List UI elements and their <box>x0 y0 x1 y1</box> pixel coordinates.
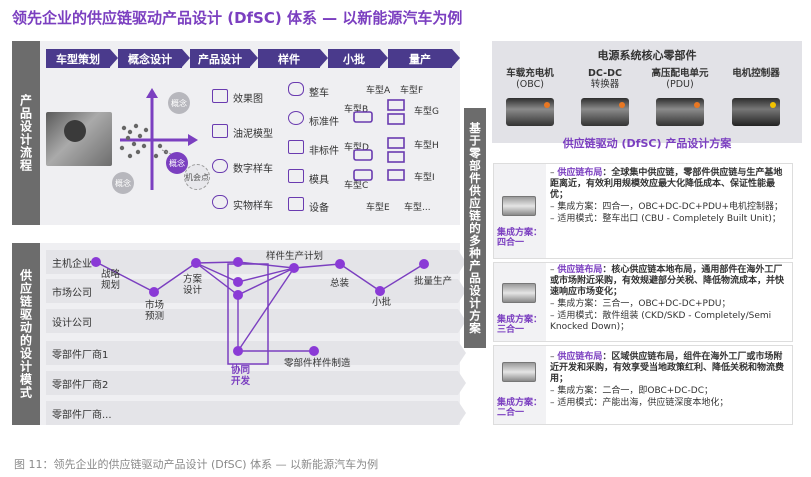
prototype-item-vehicle: 整车 <box>309 88 329 99</box>
phase-vehicle-planning: 车型策划 <box>46 49 118 68</box>
lane-supplier-1: 零部件厂商1 <box>46 341 466 365</box>
part-pdu: 高压配电单元 (PDU) <box>648 68 712 90</box>
model-b: 车型B <box>344 105 369 115</box>
rendering-icon <box>212 89 228 103</box>
phase-prototype: 样件 <box>258 49 328 68</box>
card-text-four: – 供应链布局：全球集中供应链，零部件供应链与生产基地距离近，有效利用规模效应最… <box>550 168 784 224</box>
designer-photo <box>46 112 112 166</box>
supply-flow-graphic <box>91 257 429 365</box>
design-item-clay-model: 油泥模型 <box>233 129 273 140</box>
page-title: 领先企业的供应链驱动产品设计 (DfSC) 体系 — 以新能源汽车为例 <box>12 9 463 27</box>
mold-icon <box>288 169 304 183</box>
part-obc: 车载充电机 (OBC) <box>498 68 562 90</box>
card-mode-two: 集成方案： 二合一 <box>497 398 543 418</box>
phase-concept-design: 概念设计 <box>118 49 190 68</box>
part-dcdc: DC-DC 转换器 <box>573 68 637 90</box>
middle-vertical-label: 基于零部件供应链的多种产品设计方案 <box>464 108 486 348</box>
opportunity-bubble: 机会点 <box>184 164 210 190</box>
part-dcdc-sub: 转换器 <box>590 79 620 90</box>
core-parts-panel <box>492 41 802 143</box>
concept-bubble-2: 概念 <box>166 152 188 174</box>
equipment-icon <box>288 197 304 211</box>
part-mcu-name: 电机控制器 <box>732 68 780 79</box>
car-icon <box>288 82 304 96</box>
lane-oem: 主机企业 <box>46 250 466 274</box>
supply-chain-vertical-label: 供应链驱动的设计模式 <box>12 243 40 425</box>
prototype-item-mold: 模具 <box>309 175 329 186</box>
prototype-item-equipment: 设备 <box>309 203 329 214</box>
design-item-physical-car: 实物样车 <box>233 201 273 212</box>
model-c: 车型C <box>344 181 369 191</box>
tools-icon <box>288 140 304 154</box>
core-parts-title: 电源系统核心零部件 <box>597 49 697 62</box>
part-mcu: 电机控制器 <box>724 68 788 79</box>
flow-mass-production: 批量生产 <box>414 276 453 287</box>
three-in-one-image <box>502 283 536 303</box>
solution-card-four-in-one: 集成方案： 四合一 – 供应链布局：全球集中供应链，零部件供应链与生产基地距离近… <box>493 163 793 259</box>
phase-product-design: 产品设计 <box>190 49 258 68</box>
flow-market-forecast: 市场 预测 <box>145 300 165 322</box>
process-vertical-label: 产品设计流程 <box>12 41 40 225</box>
pdu-image <box>656 98 704 126</box>
card-three-mode: 适用模式：散件组装 (CKD/SKD - Completely/Semi Kno… <box>550 311 772 332</box>
flow-sample-plan: 样件生产计划 <box>266 251 324 262</box>
flow-sample-mfg: 零部件样件制造 <box>284 358 351 369</box>
solution-title: 供应链驱动 (DfSC) 产品设计方案 <box>562 137 732 150</box>
solution-card-three-in-one: 集成方案： 三合一 – 供应链布局：核心供应链本地布局，通用部件在海外工厂或市场… <box>493 262 793 342</box>
prototype-item-standard: 标准件 <box>309 117 339 128</box>
standard-part-icon <box>288 111 304 125</box>
card-four-scheme: 集成方案：四合一，OBC+DC-DC+PDU+电机控制器； <box>557 202 784 212</box>
flow-small-batch: 小批 <box>372 297 392 308</box>
flow-collab-dev: 协同 开发 <box>231 365 251 387</box>
phase-small-batch: 小批 <box>328 49 388 68</box>
mcu-image <box>732 98 780 126</box>
card-text-three: – 供应链布局：核心供应链本地布局，通用部件在海外工厂或市场附近采购，有效规避部… <box>550 265 785 332</box>
card-four-mode: 适用模式：整车出口 (CBU - Completely Built Unit)； <box>557 214 781 224</box>
concept-bubble-3: 概念 <box>112 172 134 194</box>
card-three-scheme: 集成方案：三合一，OBC+DC-DC+PDU； <box>557 299 731 309</box>
model-e: 车型E <box>366 203 390 213</box>
concept-funnel-graphic <box>119 88 198 190</box>
part-dcdc-name: DC-DC <box>588 68 622 79</box>
model-h: 车型H <box>414 141 439 151</box>
model-a: 车型A <box>366 86 391 96</box>
prototype-item-nonstandard: 非标件 <box>309 146 339 157</box>
lane-supplier-more: 零部件厂商... <box>46 401 466 425</box>
part-obc-name: 车载充电机 <box>506 68 554 79</box>
card-two-scheme: 集成方案：二合一，即OBC+DC-DC； <box>557 386 713 396</box>
flow-strategy: 战略 规划 <box>101 269 121 291</box>
digital-car-icon <box>212 159 228 173</box>
physical-car-icon <box>212 195 228 209</box>
obc-image <box>506 98 554 126</box>
concept-bubble-1: 概念 <box>168 92 190 114</box>
model-i: 车型I <box>414 173 435 183</box>
model-f: 车型F <box>400 86 424 96</box>
figure-caption: 图 11：领先企业的供应链驱动产品设计 (DfSC) 体系 — 以新能源汽车为例 <box>14 458 379 471</box>
flow-assembly: 总装 <box>330 278 350 289</box>
lane-supplier-2: 零部件厂商2 <box>46 371 466 395</box>
model-more: 车型... <box>404 203 431 213</box>
card-text-two: – 供应链布局：区域供应链布局，组件在海外工厂或市场附近开发和采购，有效享受当地… <box>550 352 785 408</box>
card-mode-three: 集成方案： 三合一 <box>497 315 543 335</box>
model-g: 车型G <box>414 107 439 117</box>
clay-model-icon <box>212 124 228 138</box>
card-mode-four: 集成方案： 四合一 <box>497 228 543 248</box>
card-two-mode: 适用模式：产能出海，供应链深度本地化； <box>557 398 729 408</box>
four-in-one-image <box>502 196 536 216</box>
phase-mass-production: 量产 <box>388 49 460 68</box>
flow-plan-design: 方案 设计 <box>183 274 203 296</box>
part-obc-sub: (OBC) <box>516 79 544 90</box>
dcdc-image <box>581 98 629 126</box>
part-pdu-name: 高压配电单元 <box>651 68 709 79</box>
part-pdu-sub: (PDU) <box>666 79 694 90</box>
solution-card-two-in-one: 集成方案： 二合一 – 供应链布局：区域供应链布局，组件在海外工厂或市场附近开发… <box>493 345 793 425</box>
design-item-rendering: 效果图 <box>233 94 263 105</box>
production-lines-graphic <box>353 99 405 181</box>
two-in-one-image <box>502 362 536 382</box>
lane-market-company: 市场公司 <box>46 279 466 303</box>
model-d: 车型D <box>344 143 369 153</box>
design-item-digital-car: 数字样车 <box>233 164 273 175</box>
